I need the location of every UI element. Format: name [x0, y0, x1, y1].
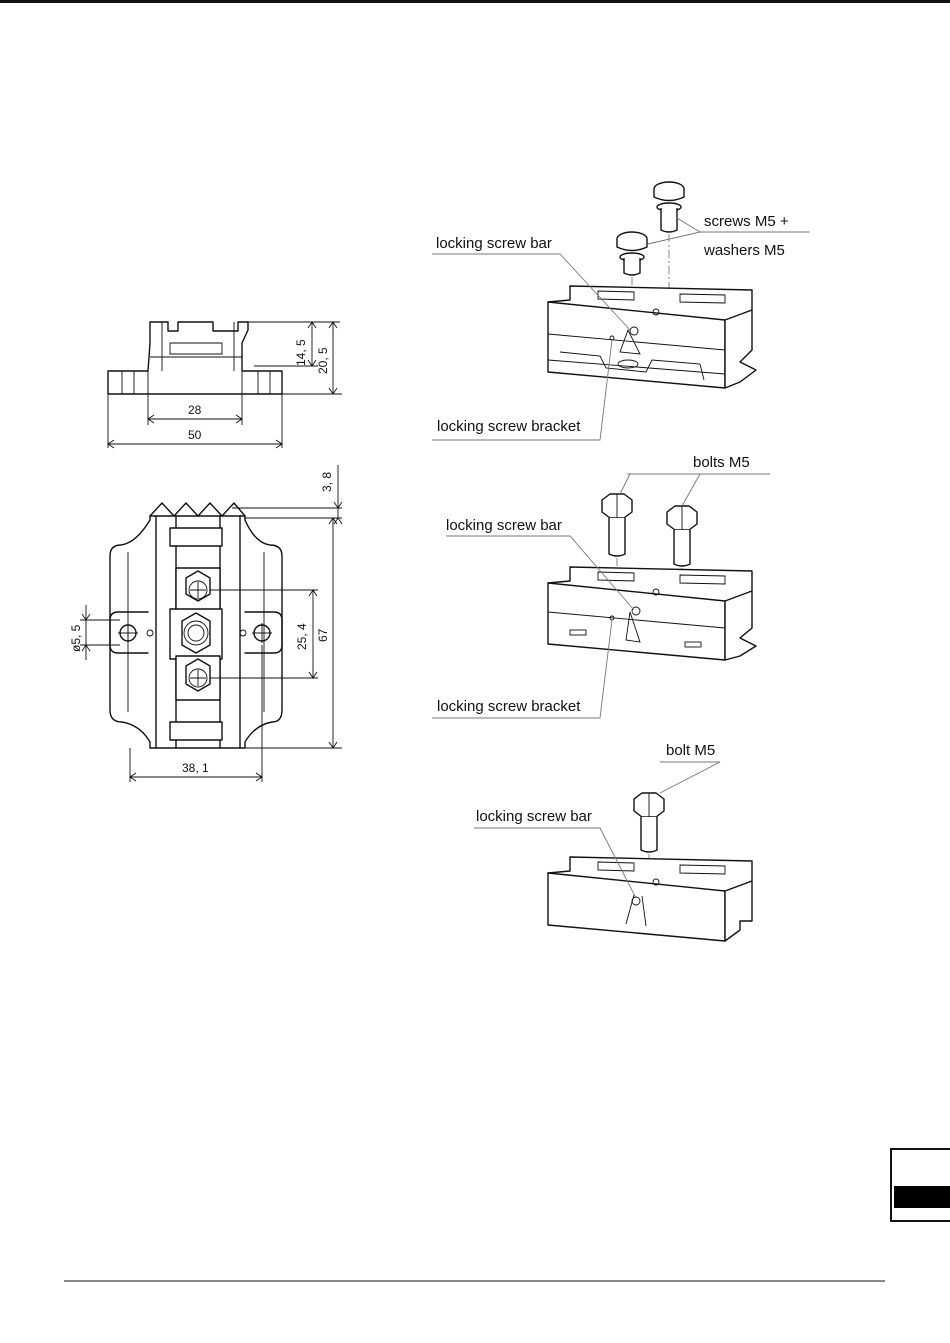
dim-height-total: 20, 5: [316, 347, 330, 374]
label-locking-screw-bar-3: locking screw bar: [476, 808, 592, 825]
top-view: 3, 8 ø5, 5 25, 4 67 38, 1: [69, 465, 342, 782]
dim-width-inner: 28: [188, 403, 202, 417]
side-view: 14, 5 20, 5 28 50: [108, 322, 342, 448]
label-locking-screw-bracket-2: locking screw bracket: [437, 698, 581, 715]
dim-height-rail: 14, 5: [294, 339, 308, 366]
dim-width: 38, 1: [182, 761, 209, 775]
label-bolts: bolts M5: [693, 454, 750, 471]
dim-spacing: 25, 4: [295, 623, 309, 650]
assembly-view-2: bolts M5 locking screw bar locking screw…: [432, 454, 770, 718]
screw-with-washer-1: [617, 232, 647, 275]
dim-width-total: 50: [188, 428, 202, 442]
dim-hole-dia: ø5, 5: [69, 624, 83, 652]
page-tab-marker: [890, 1148, 950, 1222]
label-screws-line1: screws M5 +: [704, 213, 789, 230]
screw-with-washer-2: [654, 182, 684, 232]
assembly-view-3: bolt M5 locking screw bar: [474, 742, 752, 941]
bolt-single: [634, 793, 664, 852]
dim-tooth: 3, 8: [320, 472, 334, 492]
bolt-2: [667, 506, 697, 566]
label-bolt: bolt M5: [666, 742, 715, 759]
label-locking-screw-bracket-1: locking screw bracket: [437, 418, 581, 435]
bolt-1: [602, 494, 632, 556]
label-screws-line2: washers M5: [703, 242, 785, 259]
dim-length: 67: [316, 628, 330, 642]
label-locking-screw-bar-2: locking screw bar: [446, 517, 562, 534]
assembly-view-1: screws M5 + washers M5 locking screw bar…: [432, 182, 810, 440]
hex-nut-middle: [170, 609, 222, 659]
page-tab-fill: [894, 1186, 950, 1208]
label-locking-screw-bar-1: locking screw bar: [436, 235, 552, 252]
